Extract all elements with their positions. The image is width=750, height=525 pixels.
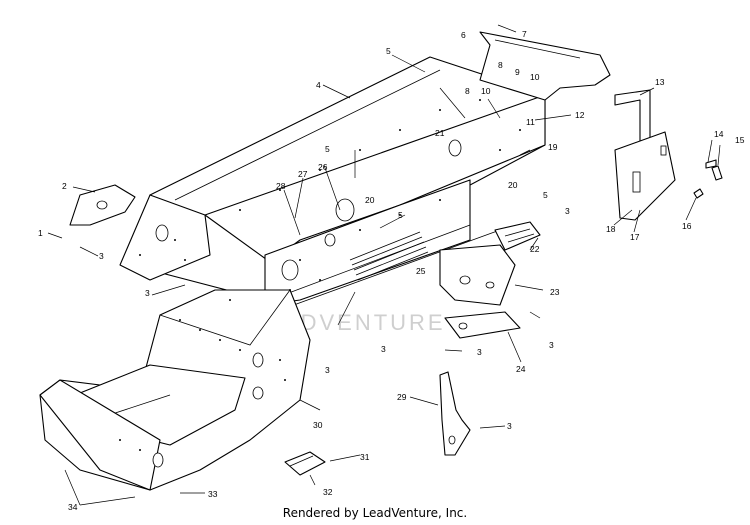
footer-credit: Rendered by LeadVenture, Inc.	[282, 506, 468, 520]
callout-17: 17	[630, 232, 640, 242]
callout-7: 7	[522, 29, 527, 39]
callout-19: 19	[548, 142, 558, 152]
callout-3b: 3	[99, 251, 104, 261]
callout-23: 23	[550, 287, 560, 297]
callout-32: 32	[323, 487, 333, 497]
callout-34: 34	[68, 502, 78, 512]
plate-part	[444, 311, 521, 339]
callout-3f: 3	[477, 347, 482, 357]
callout-5c: 5	[543, 190, 548, 200]
callout-18: 18	[606, 224, 616, 234]
callout-6: 6	[461, 30, 466, 40]
callout-1: 1	[38, 228, 43, 238]
side-bracket-part	[614, 131, 676, 221]
callout-20b: 20	[365, 195, 375, 205]
tunnel-part	[119, 56, 546, 311]
callout-20: 20	[508, 180, 518, 190]
callout-3c: 3	[145, 288, 150, 298]
callout-3: 3	[565, 206, 570, 216]
callout-26: 26	[318, 162, 328, 172]
callout-31: 31	[360, 452, 370, 462]
callout-22: 22	[530, 244, 540, 254]
callout-15: 15	[735, 135, 745, 145]
callout-24: 24	[516, 364, 526, 374]
rear-bumper-part	[479, 31, 611, 101]
callout-33: 33	[208, 489, 218, 499]
callout-10: 10	[530, 72, 540, 82]
callout-11: 11	[526, 117, 535, 127]
callout-8b: 8	[465, 86, 470, 96]
callout-3d: 3	[549, 340, 554, 350]
callout-3h: 3	[507, 421, 512, 431]
callout-27: 27	[298, 169, 308, 179]
callout-5: 5	[386, 46, 391, 56]
callout-25: 25	[416, 266, 426, 276]
callout-21: 21	[435, 128, 445, 138]
callout-30: 30	[313, 420, 323, 430]
angle-bracket-part	[284, 451, 326, 476]
leader-lines	[47, 24, 721, 506]
mount-bracket-part	[439, 244, 516, 306]
callout-3g: 3	[325, 365, 330, 375]
belly-pan-part	[39, 289, 311, 491]
callout-16: 16	[682, 221, 692, 231]
front-bracket-part	[69, 184, 136, 226]
callout-14: 14	[714, 129, 724, 139]
leg-bracket-part	[439, 371, 471, 456]
callout-8: 8	[498, 60, 503, 70]
callout-28: 28	[276, 181, 286, 191]
callout-4: 4	[316, 80, 321, 90]
pin-parts	[693, 159, 723, 199]
callout-10b: 10	[481, 86, 491, 96]
callout-labels: 6 7 5 8 9 10 4 13 8 10 12 11 21 14 15 5 …	[38, 29, 745, 512]
callout-3e: 3	[381, 344, 386, 354]
callout-5d: 5	[398, 210, 403, 220]
callout-29: 29	[397, 392, 407, 402]
foot-pad-part	[494, 221, 541, 251]
callout-13: 13	[655, 77, 665, 87]
callout-5b: 5	[325, 144, 330, 154]
callout-2: 2	[62, 181, 67, 191]
callout-12: 12	[575, 110, 585, 120]
callout-9: 9	[515, 67, 520, 77]
